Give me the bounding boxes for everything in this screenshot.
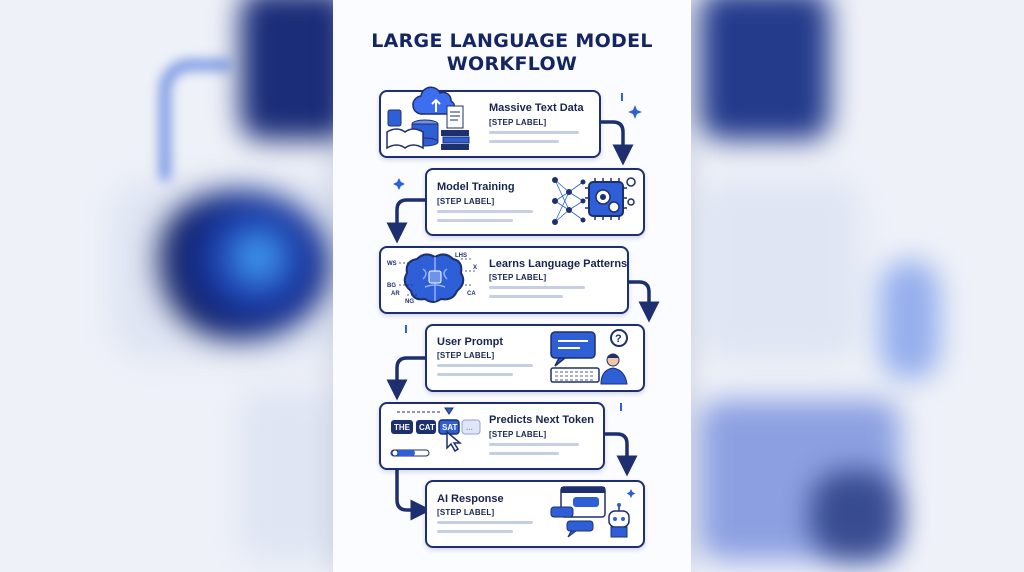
arrow-4-to-5 (386, 356, 427, 401)
step-6-title: AI Response (437, 493, 504, 505)
placeholder-line (489, 131, 579, 134)
brain-tag: NG (405, 299, 414, 305)
brain-tag: WS (387, 261, 397, 267)
brain-tag: X (473, 265, 477, 271)
placeholder-line (489, 452, 559, 455)
title-line-1: LARGE LANGUAGE MODEL (371, 30, 653, 52)
dash-mark (621, 93, 623, 101)
step-4-title: User Prompt (437, 336, 504, 348)
text-data-icon (386, 86, 470, 150)
user-keyboard-icon: ? (550, 329, 628, 385)
blur-shape (700, 0, 830, 140)
blur-shape (240, 0, 350, 140)
step-3-title: Learns Language Patterns (489, 258, 628, 270)
placeholder-line (437, 364, 533, 367)
sparkle-icon (393, 178, 405, 190)
step-5-title: Predicts Next Token (489, 414, 594, 426)
sparkles (393, 93, 642, 411)
step-3-label: [STEP LABEL] (489, 273, 547, 282)
arrow-2-to-3 (386, 198, 427, 244)
diagram-title: LARGE LANGUAGE MODEL WORKFLOW (333, 30, 691, 76)
token-2: CAT (419, 423, 435, 432)
brain-tag: AR (391, 291, 400, 297)
placeholder-line (437, 373, 513, 376)
sparkle-icon (626, 489, 636, 498)
step-1-title: Massive Text Data (489, 102, 584, 114)
sparkle-icon (628, 105, 642, 119)
placeholder-line (489, 295, 563, 298)
infographic-panel: LARGE LANGUAGE MODEL WORKFLOW (333, 0, 691, 572)
brain-tag: LHS (455, 253, 467, 259)
token-1: THE (394, 423, 411, 432)
brain-tag: BG (387, 283, 396, 289)
dash-mark (405, 325, 407, 333)
blur-shape (160, 60, 230, 180)
step-4-label: [STEP LABEL] (437, 351, 495, 360)
step-card-5 (379, 402, 605, 470)
arrow-3-to-4 (623, 280, 660, 323)
brain-icon: LHS WS X BG AR NG CA (387, 253, 477, 305)
neural-chip-icon (552, 177, 636, 225)
step-6-label: [STEP LABEL] (437, 508, 495, 517)
blur-shape (810, 470, 900, 560)
dash-mark (620, 403, 622, 411)
step-5-label: [STEP LABEL] (489, 430, 547, 439)
svg-text:?: ? (615, 333, 622, 345)
title-line-2: WORKFLOW (446, 53, 578, 75)
token-3: SAT (442, 423, 458, 432)
flow-connectors (386, 93, 660, 521)
chatbot-icon (550, 486, 636, 538)
placeholder-line (437, 521, 533, 524)
token-4: ... (466, 423, 473, 432)
step-2-label: [STEP LABEL] (437, 197, 495, 206)
placeholder-line (437, 210, 533, 213)
placeholder-line (489, 443, 579, 446)
step-1-label: [STEP LABEL] (489, 118, 547, 127)
step-card-6 (425, 480, 645, 548)
brain-tag: CA (467, 291, 476, 297)
arrow-5-to-6 (597, 432, 638, 477)
blur-shape (240, 390, 340, 560)
placeholder-line (489, 140, 559, 143)
placeholder-line (437, 530, 513, 533)
blur-shape (700, 180, 860, 360)
token-sequence-icon: THE CAT SAT ... (390, 407, 481, 457)
step-2-title: Model Training (437, 181, 515, 193)
blur-shape (880, 260, 940, 380)
placeholder-line (437, 219, 513, 222)
arrow-5-to-6-left (395, 468, 432, 521)
arrow-1-to-2 (595, 120, 634, 166)
blur-shape (150, 190, 330, 340)
placeholder-line (489, 286, 585, 289)
